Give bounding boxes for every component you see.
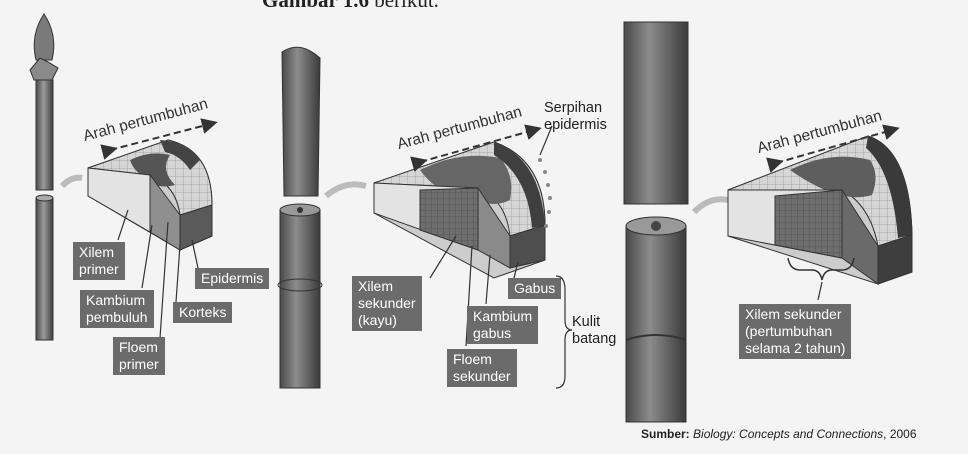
tree-trunk-stage3: [623, 21, 689, 423]
figure-title: Gambar 1.6 berikut.: [262, 0, 439, 12]
phloem-primary-label: Floem primer: [113, 337, 165, 375]
source-credit: Sumber: Biology: Concepts and Connection…: [641, 427, 917, 441]
stage3-stem-wedge: [727, 135, 913, 285]
epidermis-label: Epidermis: [195, 268, 270, 289]
bark-label: Kulit batang: [572, 314, 617, 347]
stage3-leader-line: [817, 281, 823, 301]
epidermis-flakes-label: Serpihan epidermis: [544, 100, 607, 133]
growth-arrow-3: [766, 124, 900, 173]
cambium-label: Kambium pembuluh: [80, 290, 154, 328]
xylem-secondary-2yr-label: Xilem sekunder (pertumbuhan selama 2 tah…: [739, 304, 852, 359]
stage3-pointer-arrow: [691, 196, 729, 215]
stage1-leader-lines: [117, 209, 199, 339]
stage1-pointer-arrow: [59, 174, 83, 189]
stage2-pointer-arrow: [324, 181, 367, 199]
stage2-stem-wedge: [373, 141, 546, 279]
growth-arrow-2: [410, 124, 542, 172]
cortex-label: Korteks: [173, 302, 233, 323]
phloem-secondary-label: Floem sekunder: [447, 349, 517, 387]
young-shoot: [29, 13, 59, 341]
xylem-secondary-label: Xilem sekunder (kayu): [352, 276, 422, 331]
stage2-leader-lines: [429, 125, 573, 389]
stage1-stem-wedge: [87, 139, 213, 251]
growth-arrow-1: [100, 118, 218, 160]
stage3-brace: [787, 257, 855, 281]
xylem-primary-label: Xilem primer: [73, 242, 125, 280]
woody-stem-stage2: [277, 46, 323, 389]
cork-label: Gabus: [508, 278, 562, 299]
cork-cambium-label: Kambium gabus: [467, 306, 539, 344]
